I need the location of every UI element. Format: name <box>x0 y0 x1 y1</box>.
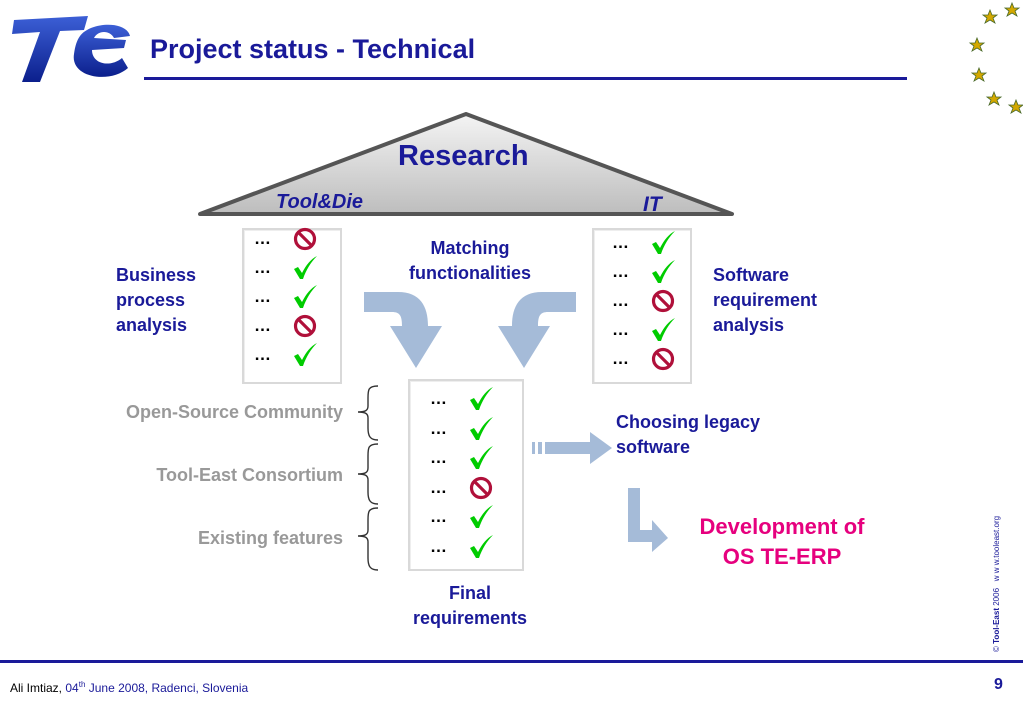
list-item: … <box>612 259 676 285</box>
list-item: … <box>430 534 494 560</box>
ellipsis: … <box>430 418 448 438</box>
list-item: … <box>430 386 494 412</box>
ellipsis: … <box>254 287 272 306</box>
ellipsis: … <box>254 229 272 248</box>
list-item: … <box>612 288 676 314</box>
footer-text: Ali Imtiaz, 04th June 2008, Radenci, Slo… <box>10 680 249 695</box>
eu-stars-icon <box>968 1 1023 114</box>
final-requirements-label: Final requirements <box>412 583 528 628</box>
check-icon <box>294 343 317 366</box>
check-icon <box>652 260 675 283</box>
check-icon <box>470 387 493 410</box>
ellipsis: … <box>612 349 630 368</box>
list-item: … <box>612 230 676 256</box>
source-open-source: Open-Source Community <box>125 402 343 422</box>
source-consortium: Tool-East Consortium <box>156 465 343 485</box>
right-arrow <box>532 432 612 464</box>
list-item: … <box>254 284 318 310</box>
prohibited-icon <box>293 227 317 251</box>
list-item: … <box>612 346 676 372</box>
ellipsis: … <box>430 507 448 526</box>
it-list <box>592 228 692 384</box>
software-requirement-label: Software requirement analysis <box>713 265 818 335</box>
ellipsis: … <box>612 262 630 281</box>
ellipsis: … <box>254 345 272 364</box>
development-label: Development of OS TE-ERP <box>699 514 865 569</box>
list-item: … <box>254 255 318 281</box>
ellipsis: … <box>430 477 448 497</box>
prohibited-icon <box>469 476 493 499</box>
check-icon <box>294 256 317 279</box>
turn-arrow <box>628 488 668 552</box>
choosing-legacy-label: Choosing legacy software <box>616 412 761 457</box>
check-icon <box>470 534 493 558</box>
source-braces <box>357 385 379 571</box>
list-item: … <box>430 475 494 501</box>
title-divider <box>144 77 907 80</box>
ellipsis: … <box>612 233 630 252</box>
source-existing: Existing features <box>197 528 343 548</box>
list-item: … <box>430 445 494 471</box>
ellipsis: … <box>254 316 272 335</box>
prohibited-icon <box>293 314 317 338</box>
final-requirements-list <box>408 379 524 571</box>
prohibited-icon <box>651 347 675 371</box>
list-item: … <box>254 342 318 368</box>
list-item: … <box>254 313 318 339</box>
check-icon <box>652 231 675 254</box>
merge-arrows <box>364 292 576 368</box>
tool-die-list <box>242 228 342 384</box>
business-process-label: Business process analysis <box>116 265 197 335</box>
page-number: 9 <box>994 676 1003 693</box>
check-icon <box>652 318 675 341</box>
research-label: Research <box>398 140 529 172</box>
list-item: … <box>430 504 494 530</box>
check-icon <box>470 416 493 440</box>
check-icon <box>470 446 493 469</box>
ellipsis: … <box>430 389 448 408</box>
it-label: IT <box>643 193 662 216</box>
prohibited-icon <box>651 289 675 313</box>
research-roof <box>198 112 734 216</box>
ellipsis: … <box>612 291 630 310</box>
tool-die-label: Tool&Die <box>276 191 364 213</box>
page-title: Project status - Technical <box>150 34 476 64</box>
check-icon <box>294 285 317 308</box>
ellipsis: … <box>254 258 272 277</box>
tool-east-logo <box>12 16 130 82</box>
ellipsis: … <box>430 448 448 467</box>
matching-label: Matching functionalities <box>408 238 531 283</box>
side-copyright: © Tool-East 2006 w w w.tooleast.org <box>992 515 1001 652</box>
list-item: … <box>612 317 676 343</box>
check-icon <box>470 505 493 528</box>
footer-divider <box>0 660 1023 663</box>
list-item: … <box>430 416 494 442</box>
ellipsis: … <box>430 536 448 556</box>
list-item: … <box>254 226 318 252</box>
ellipsis: … <box>612 320 630 339</box>
